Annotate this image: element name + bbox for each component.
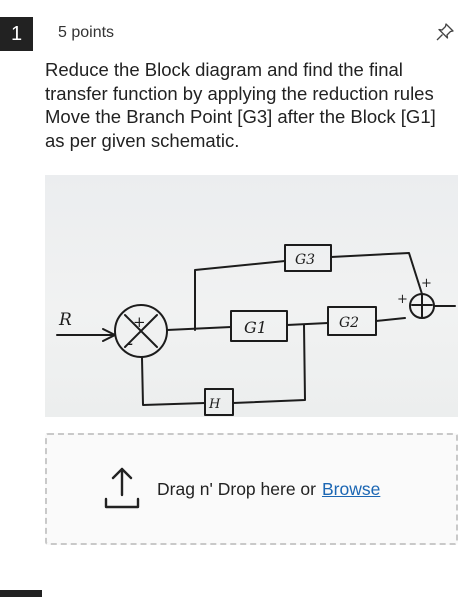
question-number-badge: 1	[0, 17, 33, 51]
question-text: Reduce the Block diagram and find the fi…	[45, 58, 465, 152]
question-text-line: Reduce the Block diagram and find the fi…	[45, 59, 403, 80]
upload-icon[interactable]	[102, 465, 142, 513]
question-header: 1 5 points	[0, 17, 474, 53]
sum2-plus-left: +	[397, 292, 408, 307]
block-g1-label: G1	[244, 318, 267, 337]
sum2-plus-top: +	[421, 276, 432, 291]
sum1-minus-sign: -	[127, 333, 133, 354]
block-g3-label: G3	[295, 252, 315, 268]
next-question-badge-edge	[0, 590, 42, 597]
input-label: R	[58, 310, 72, 330]
block-g2-label: G2	[339, 315, 359, 331]
question-text-line: as per given schematic.	[45, 129, 240, 151]
block-diagram-image: R + - G1 G2 G3 H + +	[45, 175, 458, 417]
question-points: 5 points	[58, 24, 115, 41]
question-text-line: Move the Branch Point [G3] after the Blo…	[45, 106, 436, 127]
drop-instruction: Drag n' Drop here or	[157, 479, 316, 499]
pin-icon[interactable]	[434, 21, 456, 43]
sum1-plus-sign: +	[133, 313, 146, 331]
browse-link[interactable]: Browse	[321, 479, 381, 499]
block-g1	[230, 310, 288, 342]
block-h-label: H	[208, 397, 221, 412]
question-text-line: transfer function by applying the reduct…	[45, 82, 434, 104]
